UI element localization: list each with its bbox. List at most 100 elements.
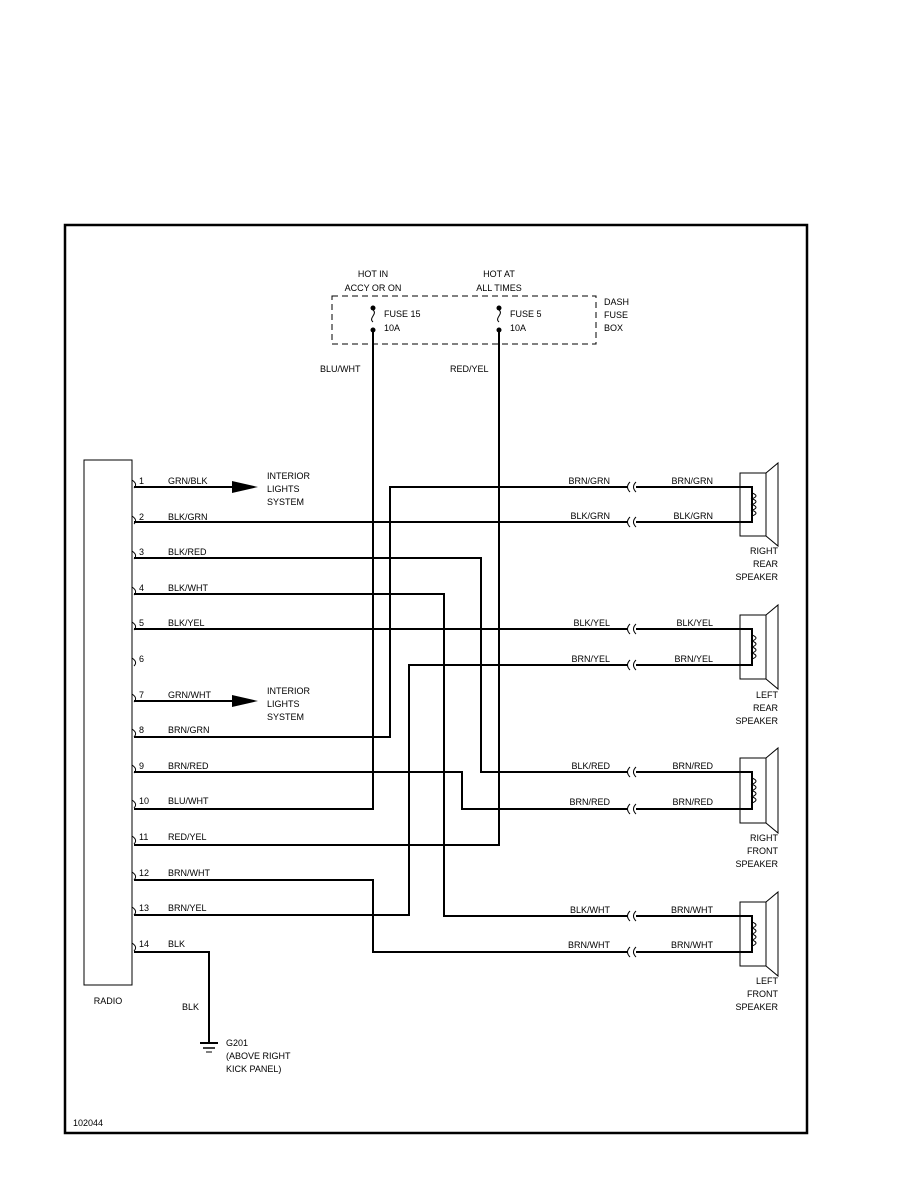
wire: [134, 486, 628, 738]
connector-icon: [633, 659, 637, 671]
ground-label-3: KICK PANEL): [226, 1064, 281, 1074]
speaker-lr-label-3: SPEAKER: [735, 716, 778, 726]
wire: [134, 330, 374, 810]
connector-icon: [633, 803, 637, 815]
pin-number: 5: [139, 618, 144, 628]
interior-lights-2-line-3: SYSTEM: [267, 712, 304, 722]
wire-routing: [134, 330, 628, 1043]
pin-wire-label: BRN/RED: [168, 761, 209, 771]
connector-icon: [633, 481, 637, 493]
pin-terminal-icon: [131, 835, 137, 845]
connector-icon: [633, 516, 637, 528]
interior-lights-1-line-3: SYSTEM: [267, 497, 304, 507]
speaker-connectors: [627, 481, 740, 958]
connector-icon: [627, 766, 631, 778]
fuse-b-hot-line-2: ALL TIMES: [476, 283, 522, 293]
pin-terminal-icon: [131, 871, 137, 881]
speaker-icon: [739, 746, 779, 835]
speaker-rf-wire-1-right: BRN/RED: [672, 761, 713, 771]
pin-number: 4: [139, 583, 144, 593]
connector-icon: [633, 946, 637, 958]
connector-icon: [627, 481, 631, 493]
pin-wire-label: RED/YEL: [168, 832, 207, 842]
wire: [134, 664, 628, 916]
fuse-box-outline: [331, 295, 597, 345]
ground-label-1: G201: [226, 1038, 248, 1048]
pin-terminal-icon: [131, 657, 137, 667]
pin-wire-label: BLK/YEL: [168, 618, 205, 628]
pin-number: 9: [139, 761, 144, 771]
pin-wire-label: BLK/GRN: [168, 512, 208, 522]
radio-body: [83, 459, 133, 986]
connector-icon: [633, 910, 637, 922]
pin-wire-label: GRN/WHT: [168, 690, 211, 700]
speaker-rf-label-1: RIGHT: [750, 833, 779, 843]
fuse-a-name: FUSE 15: [384, 309, 421, 319]
pin-wire-label: BRN/WHT: [168, 868, 210, 878]
speakers: [739, 461, 779, 978]
connector-icon: [633, 766, 637, 778]
fuse-box-label-3: BOX: [604, 323, 623, 333]
connector-icon: [627, 659, 631, 671]
pin-number: 11: [139, 832, 148, 842]
speaker-rf-label-2: FRONT: [747, 846, 778, 856]
speaker-lf-label-1: LEFT: [756, 976, 779, 986]
speaker-rf-wire-1-left: BLK/RED: [571, 761, 610, 771]
connector-icon: [633, 623, 637, 635]
fuse-a-wire-label: BLU/WHT: [320, 364, 361, 374]
diagram-frame: [63, 223, 809, 1135]
pin-number: 13: [139, 903, 149, 913]
speaker-lr-wire-2-right: BRN/YEL: [674, 654, 713, 664]
pin-wire-label: BRN/YEL: [168, 903, 207, 913]
speaker-rr-wire-1-left: BRN/GRN: [568, 476, 610, 486]
speaker-lr-wire-2-left: BRN/YEL: [571, 654, 610, 664]
speaker-icon: [739, 461, 779, 548]
speaker-rr-label-3: SPEAKER: [735, 572, 778, 582]
wire: [134, 879, 628, 953]
fuse-b-hot-line-1: HOT AT: [483, 269, 515, 279]
fuse-a-hot-line-2: ACCY OR ON: [345, 283, 402, 293]
speaker-lf-wire-1-left: BLK/WHT: [570, 905, 611, 915]
speaker-rf-wire-2-left: BRN/RED: [569, 797, 610, 807]
pin-terminal-icon: [131, 515, 137, 525]
connector-icon: [627, 803, 631, 815]
speaker-rf-label-3: SPEAKER: [735, 859, 778, 869]
fuse-box-label-2: FUSE: [604, 310, 628, 320]
speaker-lf-label-3: SPEAKER: [735, 1002, 778, 1012]
speaker-lr-wire-1-right: BLK/YEL: [676, 618, 713, 628]
speaker-lr-label-1: LEFT: [756, 690, 779, 700]
pin-number: 10: [139, 796, 149, 806]
fuse-b-wire-label: RED/YEL: [450, 364, 489, 374]
pin-number: 7: [139, 690, 144, 700]
wire: [134, 330, 500, 846]
speaker-lr-wire-1-left: BLK/YEL: [573, 618, 610, 628]
connector-icon: [627, 910, 631, 922]
pin-wire-label: BRN/GRN: [168, 725, 210, 735]
speaker-lf-label-2: FRONT: [747, 989, 778, 999]
pin-number: 14: [139, 939, 149, 949]
wire: [134, 771, 628, 810]
connector-icon: [627, 516, 631, 528]
speaker-rr-wire-2-left: BLK/GRN: [570, 511, 610, 521]
speaker-rf-wire-2-right: BRN/RED: [672, 797, 713, 807]
speaker-lf-wire-2-left: BRN/WHT: [568, 940, 610, 950]
fuse-a-rating: 10A: [384, 323, 400, 333]
speaker-lr-label-2: REAR: [753, 703, 779, 713]
pin-number: 1: [139, 476, 144, 486]
wire: [134, 593, 628, 917]
speaker-rr-label-2: REAR: [753, 559, 779, 569]
pin-terminal-icon: [131, 942, 137, 952]
pin-terminal-icon: [131, 906, 137, 916]
pin-wire-label: BLU/WHT: [168, 796, 209, 806]
speaker-icon: [739, 603, 779, 691]
arrow-right-icon: [232, 481, 258, 493]
radio-label: RADIO: [94, 996, 123, 1006]
pin-wire-label: GRN/BLK: [168, 476, 208, 486]
pin-number: 8: [139, 725, 144, 735]
pin-wire-label: BLK: [168, 939, 185, 949]
pin-number: 2: [139, 512, 144, 522]
fuse-b-rating: 10A: [510, 323, 526, 333]
pin-number: 6: [139, 654, 144, 664]
